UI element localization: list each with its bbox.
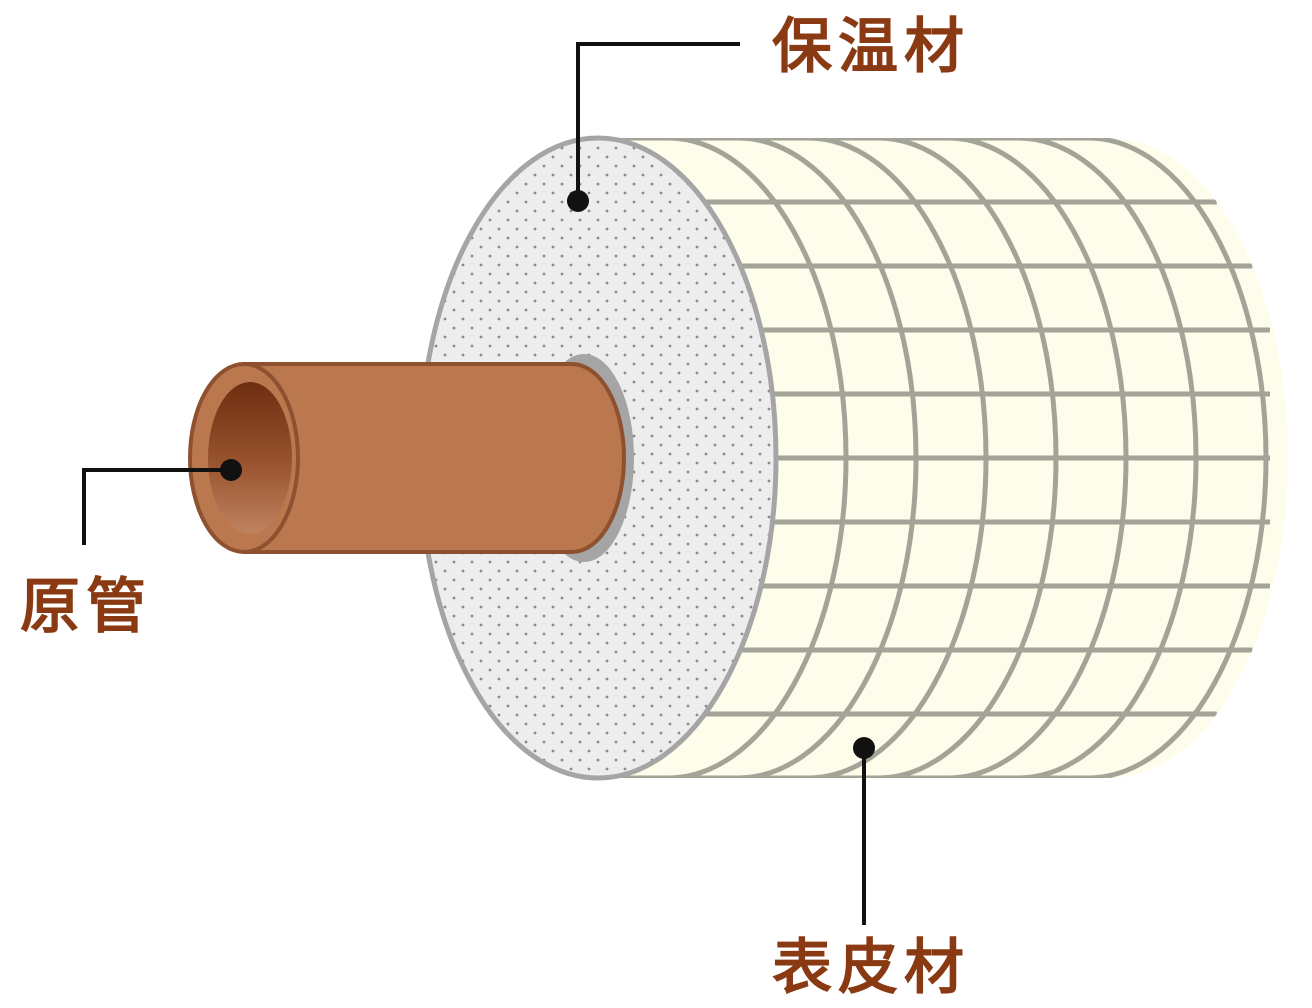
jacket-grid-arc (947, 138, 1129, 778)
jacket-grid-arc (807, 138, 989, 778)
jacket-grid-arc (1087, 138, 1269, 778)
jacket-grid-arc (667, 138, 849, 778)
jacket-cover (598, 138, 1288, 778)
insulation-label: 保温材 (772, 12, 970, 82)
jacket-grid-arc (877, 138, 1059, 778)
jacket-marker-dot (853, 737, 875, 759)
pipe-bore (208, 382, 292, 534)
jacket-grid-arc (1017, 138, 1199, 778)
pipe-label: 原管 (20, 572, 152, 642)
copper-pipe (188, 362, 626, 554)
pipe-leader-line (82, 468, 231, 545)
leader-lines (82, 42, 866, 925)
jacket-grid (598, 138, 1270, 778)
pipe-body (242, 362, 626, 554)
insulation-marker-dot (567, 190, 589, 212)
jacket-label: 表皮材 (772, 933, 970, 1003)
jacket-grid-arc (737, 138, 919, 778)
insulation-leader-line (576, 42, 740, 201)
pipe-marker-dot (220, 459, 242, 481)
